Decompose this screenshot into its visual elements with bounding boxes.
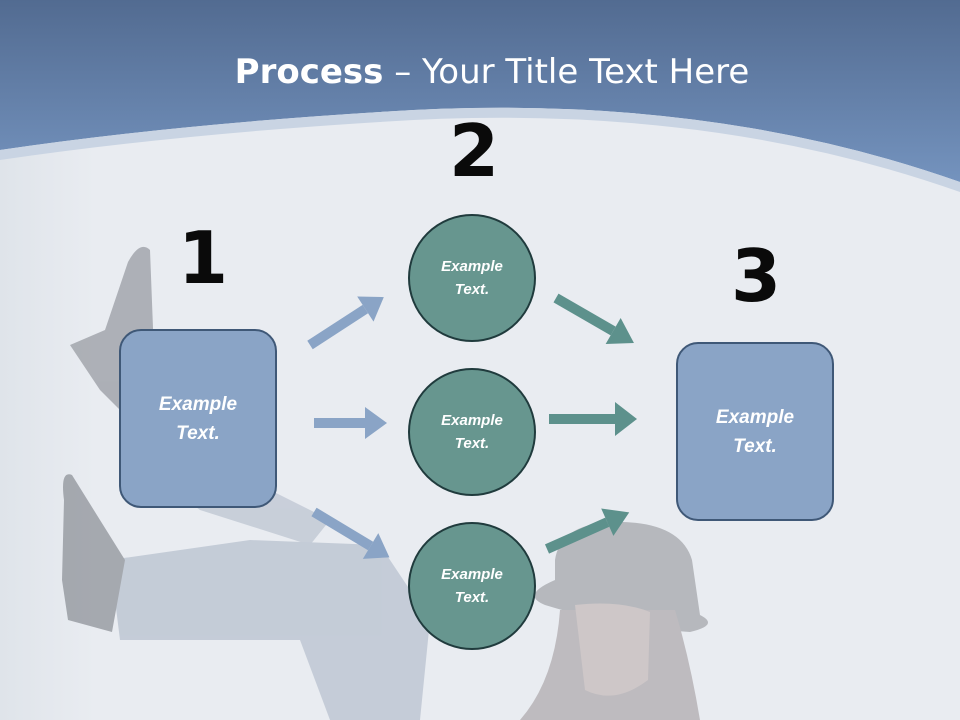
slide-title: Process – Your Title Text Here bbox=[0, 52, 960, 92]
title-rest: Your Title Text Here bbox=[422, 52, 750, 92]
circle-middle-line-2: Text. bbox=[454, 435, 490, 452]
step-3-line-1: Example bbox=[715, 406, 795, 428]
step-1-box: Example Text. bbox=[119, 329, 277, 508]
step-1-line-1: Example bbox=[158, 393, 238, 415]
step-2-circle-bottom: Example Text. bbox=[408, 522, 536, 650]
circle-bottom-line-2: Text. bbox=[454, 589, 490, 606]
step-2-circle-middle: Example Text. bbox=[408, 368, 536, 496]
arrow-up-right bbox=[544, 508, 630, 554]
step-3-text: Example Text. bbox=[716, 403, 794, 461]
circle-middle-line-1: Example bbox=[441, 412, 503, 429]
step-1-text: Example Text. bbox=[159, 390, 237, 448]
arrow-down-right bbox=[553, 293, 634, 344]
step-number-3: 3 bbox=[731, 234, 782, 318]
title-bold: Process bbox=[234, 52, 384, 92]
arrow-right bbox=[314, 407, 387, 439]
arrow-down-right bbox=[311, 507, 390, 559]
circle-bottom-line-1: Example bbox=[441, 566, 503, 583]
circle-top-line-1: Example bbox=[441, 258, 503, 275]
step-number-2: 2 bbox=[449, 109, 500, 193]
arrow-right bbox=[549, 402, 637, 436]
arrows-to-step-3 bbox=[544, 293, 637, 554]
step-number-1: 1 bbox=[178, 216, 229, 300]
wall-panel bbox=[0, 130, 95, 720]
step-3-box: Example Text. bbox=[676, 342, 834, 521]
header-swoosh bbox=[0, 107, 960, 192]
header-band bbox=[0, 0, 960, 182]
arrow-up-right bbox=[307, 296, 384, 350]
step-2-circle-top: Example Text. bbox=[408, 214, 536, 342]
arrows-from-step-1 bbox=[307, 296, 390, 559]
step-1-line-2: Text. bbox=[176, 422, 220, 444]
circle-top-line-2: Text. bbox=[454, 281, 490, 298]
step-3-line-2: Text. bbox=[733, 435, 777, 457]
title-dash: – bbox=[383, 52, 423, 92]
